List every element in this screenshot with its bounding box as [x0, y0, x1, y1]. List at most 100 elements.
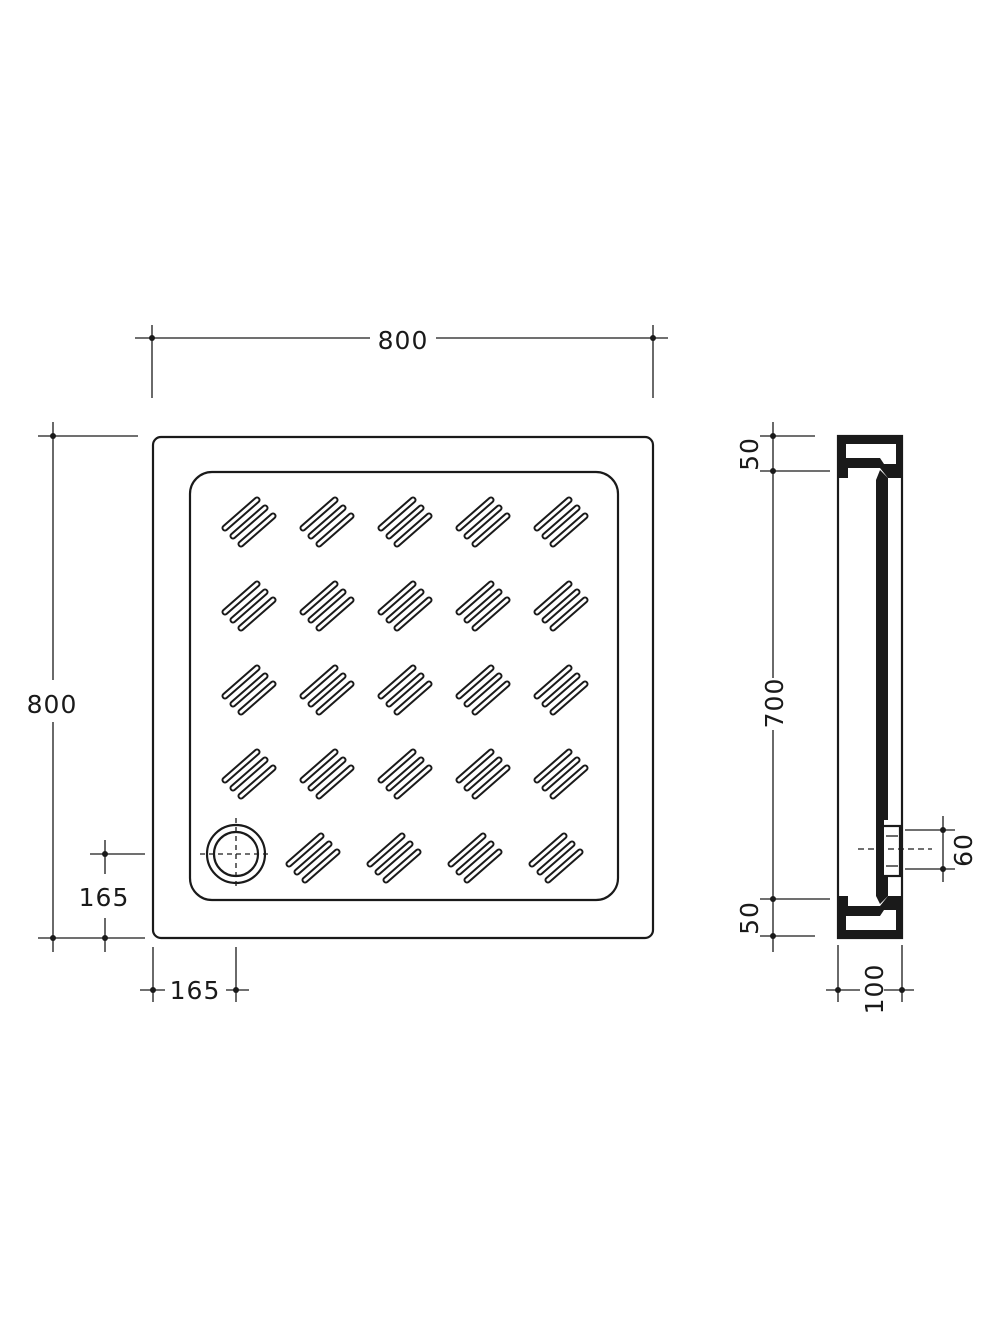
anti-slip-stripe-inner — [379, 750, 415, 782]
drain-offset-y-label: 165 — [79, 883, 130, 912]
anti-slip-stripe-inner — [379, 582, 415, 614]
anti-slip-stripe-inner — [223, 750, 259, 782]
anti-slip-stripe-inner — [465, 850, 501, 882]
anti-slip-stripe-inner — [309, 506, 345, 538]
anti-slip-cell — [447, 832, 503, 884]
side-height-label: 700 — [760, 678, 789, 729]
anti-slip-stripe-inner — [309, 758, 345, 790]
anti-slip-stripe-inner — [535, 582, 571, 614]
anti-slip-stripe-inner — [387, 674, 423, 706]
anti-slip-stripe-inner — [301, 750, 337, 782]
anti-slip-stripe-inner — [395, 682, 431, 714]
anti-slip-stripe-inner — [317, 766, 353, 798]
anti-slip-stripe-inner — [376, 842, 412, 874]
drain-icon — [200, 818, 272, 890]
anti-slip-stripe-inner — [287, 834, 323, 866]
dimension-drain-offset-x: 165 — [140, 947, 249, 1005]
anti-slip-stripe-inner — [530, 834, 566, 866]
anti-slip-stripe-inner — [387, 758, 423, 790]
anti-slip-stripe-inner — [239, 598, 275, 630]
anti-slip-stripe-inner — [239, 682, 275, 714]
profile-inner-wall — [876, 470, 888, 904]
depth-label: 100 — [860, 964, 889, 1015]
anti-slip-cell — [285, 832, 341, 884]
width-label: 800 — [378, 326, 429, 355]
anti-slip-cell — [377, 580, 433, 632]
anti-slip-stripe-inner — [303, 850, 339, 882]
anti-slip-stripe-inner — [239, 514, 275, 546]
anti-slip-stripe-inner — [449, 834, 485, 866]
anti-slip-stripe-inner — [543, 674, 579, 706]
anti-slip-cell — [366, 832, 422, 884]
drain-offset-x-label: 165 — [170, 976, 221, 1005]
anti-slip-stripe-inner — [535, 750, 571, 782]
anti-slip-stripe-inner — [231, 674, 267, 706]
anti-slip-cell — [528, 832, 584, 884]
tray-outer-edge — [151, 435, 655, 940]
anti-slip-stripe-inner — [301, 498, 337, 530]
profile-top-rim-inner — [846, 444, 896, 464]
anti-slip-stripe-inner — [457, 666, 493, 698]
anti-slip-stripe-inner — [473, 682, 509, 714]
anti-slip-stripe-inner — [368, 834, 404, 866]
anti-slip-stripe-inner — [535, 666, 571, 698]
anti-slip-cell — [377, 496, 433, 548]
anti-slip-stripe-inner — [301, 666, 337, 698]
anti-slip-stripe-inner — [546, 850, 582, 882]
anti-slip-stripe-inner — [465, 506, 501, 538]
anti-slip-stripe-inner — [551, 598, 587, 630]
anti-slip-cell — [455, 748, 511, 800]
anti-slip-cell — [377, 748, 433, 800]
anti-slip-stripe-inner — [543, 506, 579, 538]
anti-slip-stripe-inner — [551, 682, 587, 714]
anti-slip-stripe-inner — [465, 674, 501, 706]
drain-height-label: 60 — [949, 833, 978, 867]
anti-slip-stripe-inner — [538, 842, 574, 874]
anti-slip-cell — [455, 496, 511, 548]
anti-slip-stripe-inner — [457, 498, 493, 530]
anti-slip-cell — [299, 580, 355, 632]
anti-slip-cell — [533, 664, 589, 716]
anti-slip-cell — [455, 664, 511, 716]
anti-slip-stripe-inner — [551, 766, 587, 798]
anti-slip-stripe-inner — [387, 590, 423, 622]
anti-slip-cell — [299, 664, 355, 716]
anti-slip-stripe-inner — [384, 850, 420, 882]
anti-slip-stripe-inner — [395, 514, 431, 546]
anti-slip-stripe-inner — [457, 750, 493, 782]
anti-slip-stripe-inner — [543, 758, 579, 790]
dimension-drain-offset-y: 165 — [79, 840, 145, 952]
anti-slip-stripe-inner — [231, 590, 267, 622]
anti-slip-stripe-inner — [223, 666, 259, 698]
anti-slip-stripe-inner — [551, 514, 587, 546]
anti-slip-cell — [221, 664, 277, 716]
side-view: 50 700 50 60 100 — [735, 422, 978, 1014]
anti-slip-stripe-inner — [379, 498, 415, 530]
anti-slip-stripe-inner — [309, 674, 345, 706]
anti-slip-stripe-inner — [395, 766, 431, 798]
anti-slip-cell — [533, 496, 589, 548]
anti-slip-stripe-inner — [301, 582, 337, 614]
height-label: 800 — [27, 690, 78, 719]
anti-slip-stripe-inner — [543, 590, 579, 622]
anti-slip-stripe-inner — [457, 842, 493, 874]
anti-slip-stripe-inner — [239, 766, 275, 798]
anti-slip-stripe-inner — [465, 758, 501, 790]
anti-slip-cell — [221, 496, 277, 548]
dimension-drain-height: 60 — [905, 816, 978, 882]
anti-slip-cell — [299, 748, 355, 800]
anti-slip-stripe-inner — [473, 766, 509, 798]
profile-drain — [880, 824, 902, 878]
anti-slip-cell — [455, 580, 511, 632]
anti-slip-stripe-inner — [379, 666, 415, 698]
side-top-rim-label: 50 — [735, 437, 764, 471]
anti-slip-stripe-inner — [535, 498, 571, 530]
dimension-depth: 100 — [826, 945, 914, 1014]
anti-slip-cell — [221, 580, 277, 632]
anti-slip-stripe-inner — [223, 582, 259, 614]
anti-slip-cell — [533, 580, 589, 632]
anti-slip-stripe-inner — [465, 590, 501, 622]
anti-slip-stripe-inner — [295, 842, 331, 874]
anti-slip-stripe-inner — [473, 598, 509, 630]
